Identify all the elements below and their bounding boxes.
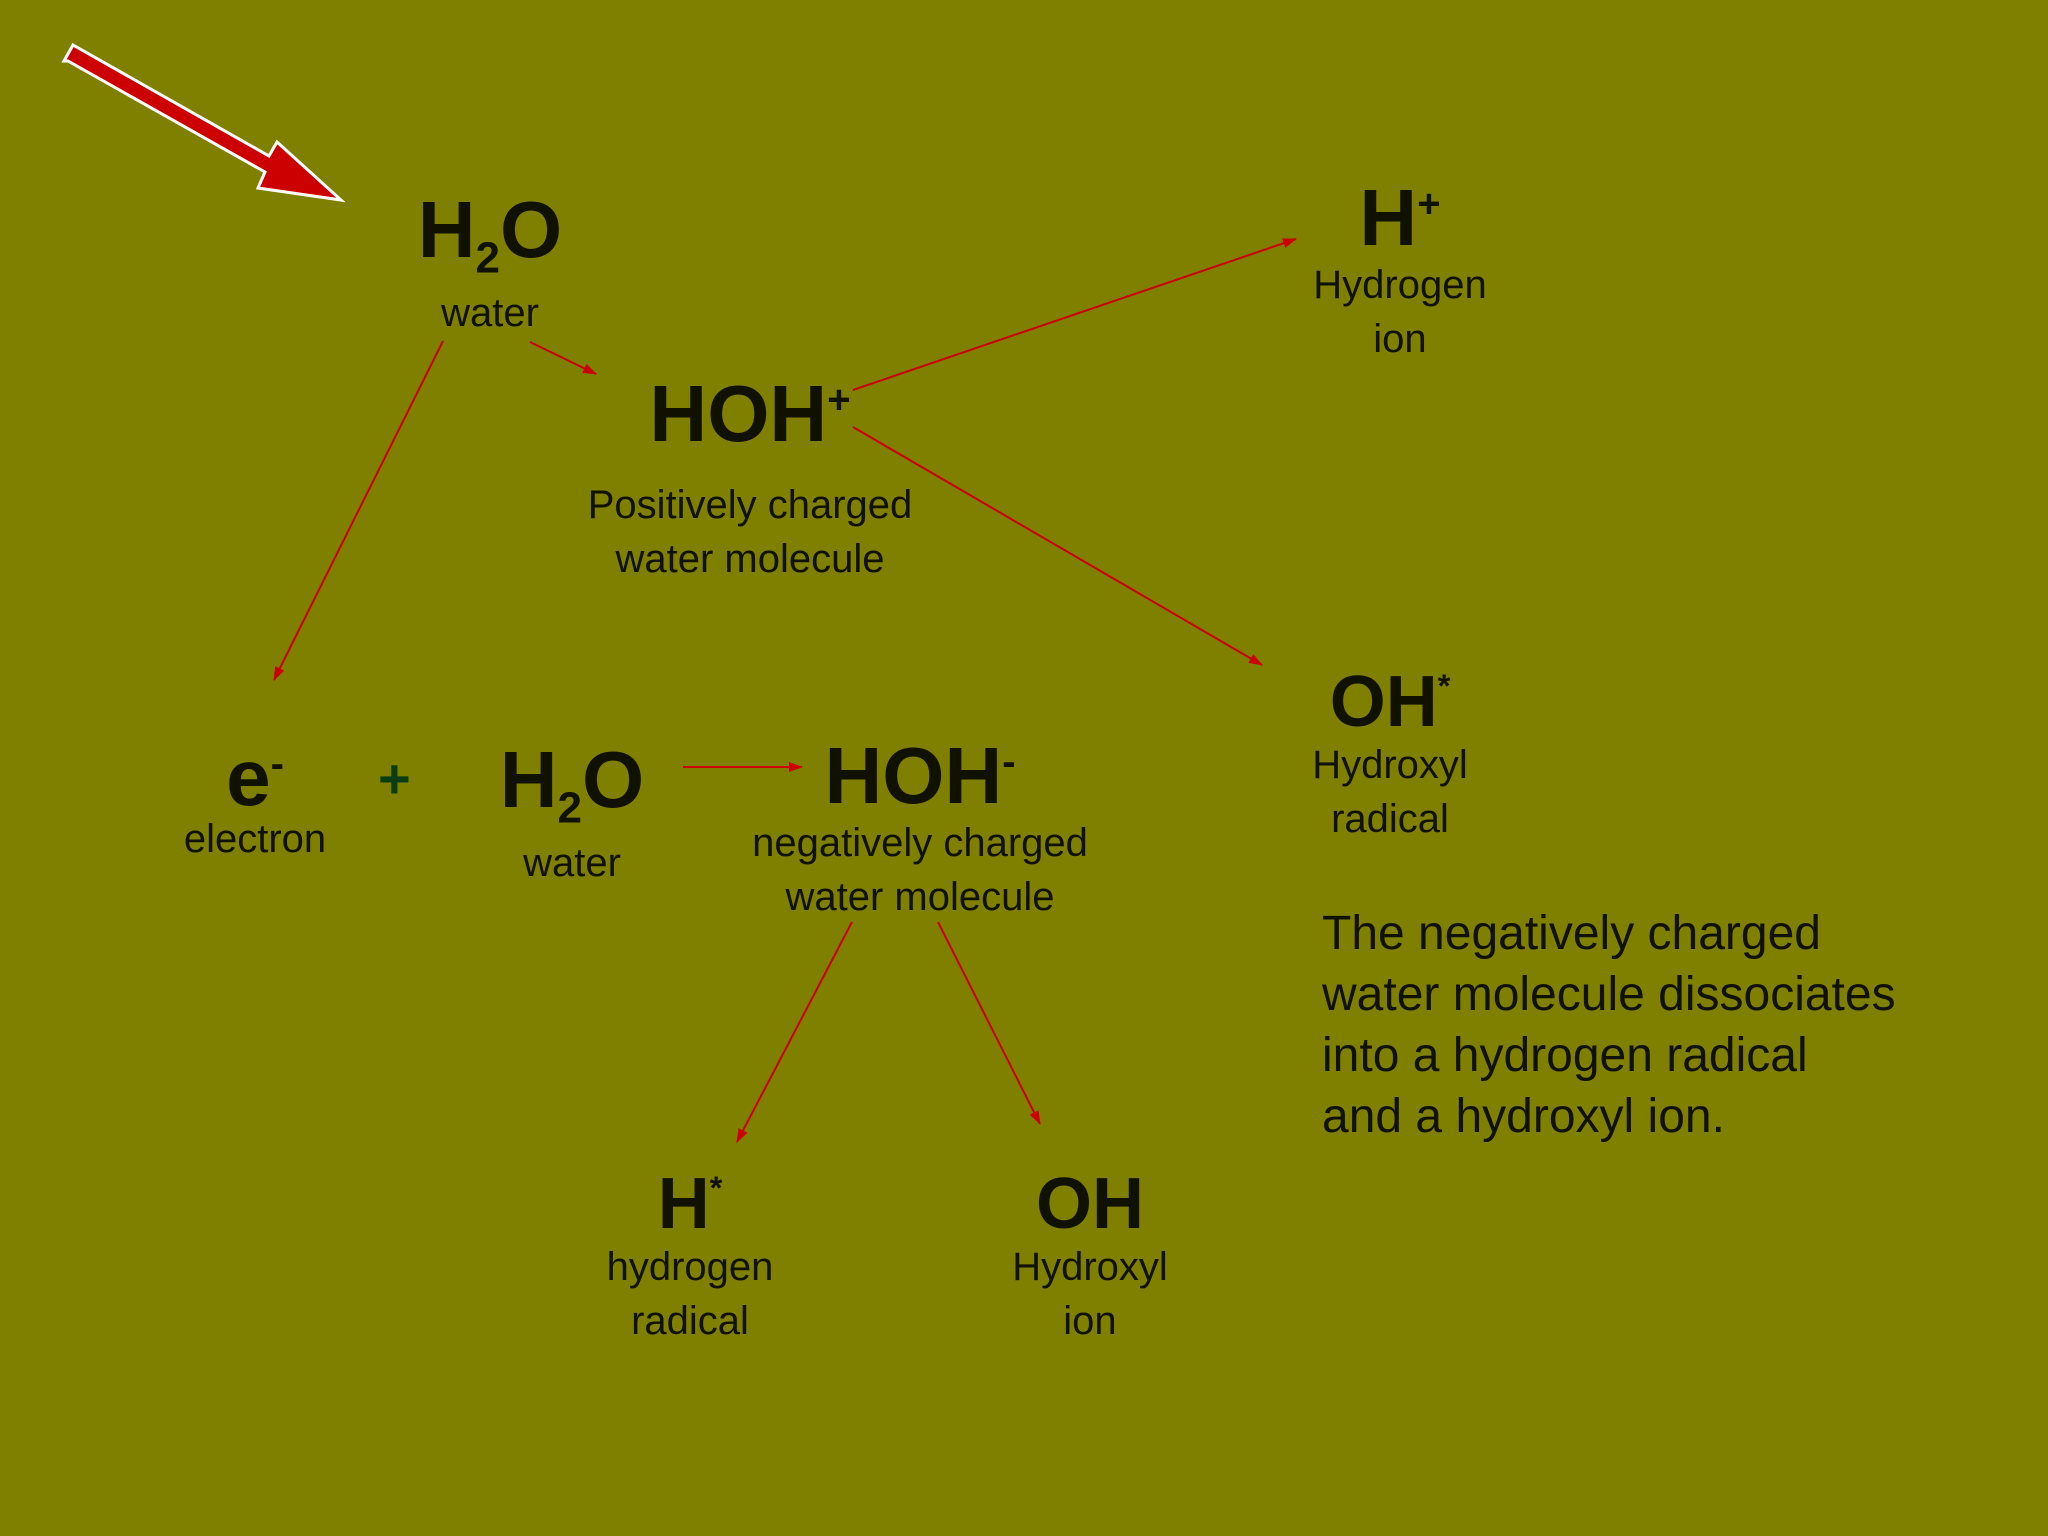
note-line: water molecule dissociates (1322, 968, 1896, 1021)
node-hoh-plus: HOH+ Positively charged water molecule (540, 374, 960, 586)
label-ion: ion (1063, 1299, 1117, 1343)
arrow-water-to-electron (273, 340, 444, 681)
node-water-top: H2O water (390, 190, 590, 340)
formula-hoh-plus: HOH+ (540, 374, 960, 454)
label-negatively-charged: negatively charged (752, 821, 1088, 865)
label-positively-charged: Positively charged (587, 483, 913, 527)
formula-h2o-o: O (582, 735, 645, 824)
note-line: The negatively charged (1322, 907, 1821, 960)
formula-h2o-o: O (500, 185, 563, 274)
formula-oh: OH (1036, 1164, 1144, 1244)
node-hoh-minus: HOH- negatively charged water molecule (720, 736, 1120, 924)
label-electron: electron (183, 817, 327, 861)
note-line: into a hydrogen radical (1322, 1029, 1808, 1082)
node-water-bottom: H2O water (472, 740, 672, 890)
charge-minus: - (1002, 740, 1016, 784)
formula-e: e (226, 733, 271, 822)
label-hydrogen: Hydrogen (1313, 263, 1487, 307)
formula-electron: e- (160, 738, 350, 818)
plus-sign: + (378, 747, 411, 810)
formula-h: H (1359, 173, 1418, 262)
formula-h2o-h: H (499, 735, 558, 824)
formula-hoh: HOH (649, 369, 828, 458)
arrow-hoh-plus-to-oh-radical (852, 426, 1263, 666)
formula-h2o-subscript: 2 (475, 233, 501, 283)
node-hydroxyl-radical: OH* Hydroxyl radical (1250, 666, 1530, 846)
radical-star: * (1437, 667, 1451, 704)
label-radical: radical (1331, 797, 1449, 841)
formula-hoh: HOH (824, 731, 1003, 820)
label-radical: radical (631, 1299, 749, 1343)
formula-h-radical: H* (580, 1168, 800, 1240)
charge-minus: - (270, 742, 284, 786)
formula-h2o: H2O (472, 740, 672, 830)
radical-star: * (709, 1169, 723, 1206)
arrow-hoh-plus-to-h-plus (852, 238, 1297, 391)
arrow-water-to-hoh-plus (529, 341, 597, 375)
node-hydrogen-ion: H+ Hydrogen ion (1270, 178, 1530, 366)
formula-h: H (657, 1164, 710, 1244)
formula-h2o-subscript: 2 (557, 783, 583, 833)
formula-oh: OH (1329, 662, 1438, 742)
formula-hoh-minus: HOH- (720, 736, 1120, 816)
label-water: water (441, 291, 539, 336)
label-hydroxyl: Hydroxyl (1012, 1245, 1168, 1289)
label-water-molecule: water molecule (615, 537, 885, 581)
label-ion: ion (1373, 317, 1427, 361)
label-hydrogen: hydrogen (606, 1245, 774, 1289)
charge-plus: + (827, 378, 851, 422)
arrow-hoh-minus-to-oh-ion (937, 921, 1041, 1125)
formula-h-plus: H+ (1270, 178, 1530, 258)
node-electron: e- electron (160, 738, 350, 866)
explanation-note: The negatively charged water molecule di… (1322, 903, 1982, 1147)
formula-h2o: H2O (390, 190, 590, 280)
label-water: water (523, 841, 621, 886)
charge-plus: + (1417, 182, 1441, 226)
node-hydrogen-radical: H* hydrogen radical (580, 1168, 800, 1348)
formula-oh-ion: OH (980, 1168, 1200, 1240)
formula-oh-radical: OH* (1250, 666, 1530, 738)
pointer-arrow-icon (61, 42, 346, 203)
note-line: and a hydroxyl ion. (1322, 1090, 1725, 1143)
arrow-hoh-minus-to-h-radical (736, 921, 853, 1143)
formula-h2o-h: H (417, 185, 476, 274)
label-water-molecule: water molecule (785, 875, 1055, 919)
node-hydroxyl-ion: OH Hydroxyl ion (980, 1168, 1200, 1348)
label-hydroxyl: Hydroxyl (1312, 743, 1468, 787)
